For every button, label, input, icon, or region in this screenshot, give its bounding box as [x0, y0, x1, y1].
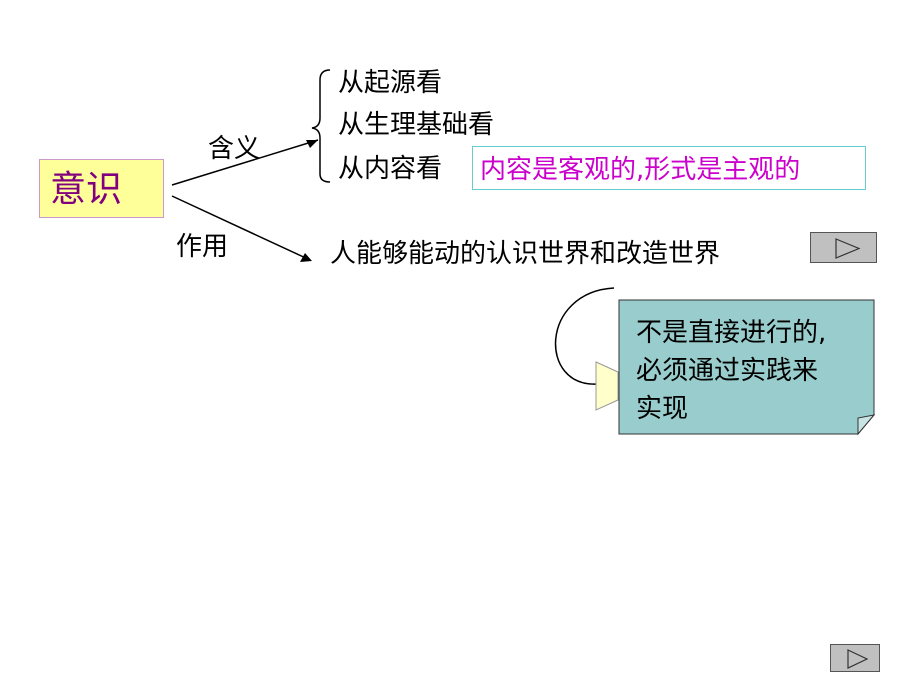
- meaning-branch-physiology: 从生理基础看: [338, 110, 495, 140]
- meaning-label: 含义: [208, 134, 261, 164]
- function-label: 作用: [176, 232, 229, 262]
- root-node-label: 意识: [50, 169, 123, 210]
- play-triangle-icon-svg: [835, 238, 861, 259]
- callout-pointer: [595, 361, 619, 411]
- note-folded-corner: [857, 414, 876, 436]
- meaning-arrowhead: [306, 140, 318, 148]
- function-note-text: 不是直接进行的, 必须通过实践来 实现: [636, 314, 826, 428]
- function-note-line-3: 实现: [636, 394, 689, 424]
- function-arrowhead: [300, 253, 312, 262]
- play-triangle-icon: [847, 649, 869, 669]
- function-statement: 人能够能动的认识世界和改造世界: [330, 239, 721, 269]
- curly-brace: [311, 69, 331, 183]
- meaning-arrow-line: [171, 139, 319, 186]
- next-slide-button-bottom[interactable]: [830, 644, 880, 672]
- meaning-branch-content: 从内容看: [338, 154, 443, 184]
- content-note-box: [472, 146, 866, 190]
- root-node-box: [39, 159, 164, 218]
- content-note-text: 内容是客观的,形式是主观的: [480, 155, 801, 185]
- callout-arc: [554, 287, 615, 385]
- function-arrow-line: [171, 195, 311, 261]
- function-note-line-1: 不是直接进行的,: [636, 318, 827, 348]
- meaning-branch-origin: 从起源看: [338, 68, 443, 98]
- function-note-line-2: 必须通过实践来: [636, 356, 819, 386]
- next-slide-button-top[interactable]: [810, 232, 877, 263]
